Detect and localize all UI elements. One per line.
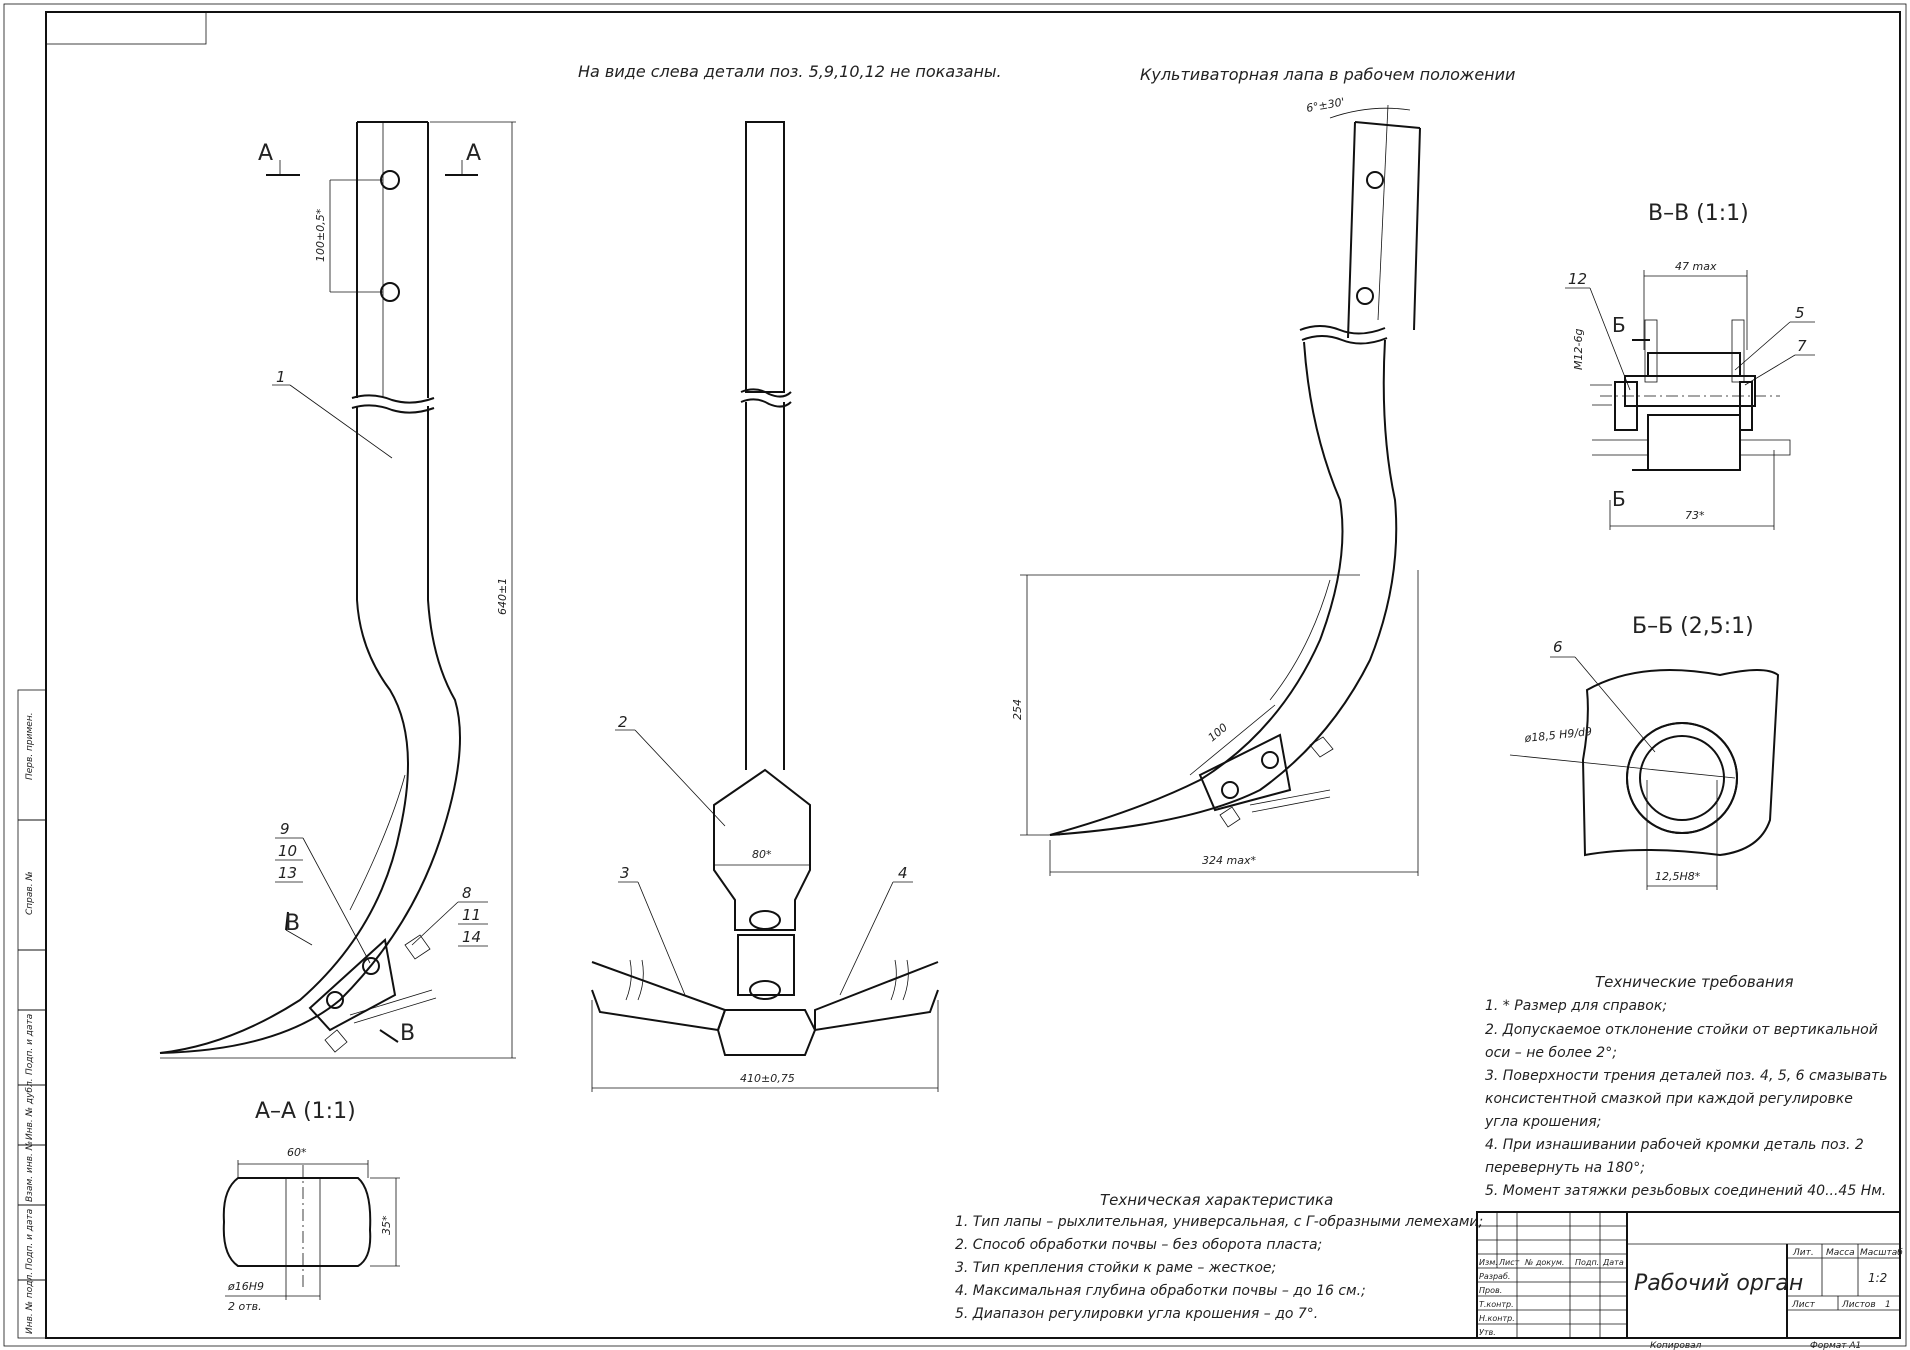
dim-width-410: 410±0,75 <box>740 1072 795 1085</box>
title-role: Н.контр. <box>1479 1314 1515 1323</box>
section-aa <box>222 1165 372 1290</box>
section-a-marker-right: А <box>466 141 481 166</box>
title-lit: Лит. <box>1792 1248 1814 1258</box>
callout-5: 5 <box>1795 304 1805 322</box>
dim-angle: 6°±30' <box>1305 95 1345 115</box>
corner-stamp <box>45 11 207 45</box>
callout-2: 2 <box>618 713 628 731</box>
working-position-view <box>1049 104 1421 836</box>
title-scale-label: Масштаб <box>1860 1248 1903 1258</box>
section-b2-title: Б–Б (2,5:1) <box>1632 614 1754 639</box>
side-stamp-cell: Подп. и дата <box>25 1209 35 1270</box>
tech-req-item: 5. Момент затяжки резьбовых соединений 4… <box>1485 1183 1886 1199</box>
section-b-marker-bottom: В <box>400 1021 415 1046</box>
drawing-name: Рабочий орган <box>1634 1271 1803 1296</box>
tech-requirements: Технические требования 1. * Размер для с… <box>1484 973 1888 1199</box>
title-role: Утв. <box>1479 1328 1496 1337</box>
tech-req-item: оси – не более 2°; <box>1485 1045 1617 1061</box>
callout-3: 3 <box>620 864 630 882</box>
callout-12: 12 <box>1568 270 1587 288</box>
title-role: Разраб. <box>1479 1272 1510 1281</box>
title-role: Пров. <box>1479 1286 1502 1295</box>
tech-char-item: 1. Тип лапы – рыхлительная, универсальна… <box>955 1214 1483 1230</box>
title-col-date: Дата <box>1602 1258 1624 1267</box>
dim-73: 73* <box>1685 509 1705 522</box>
dim-125: 12,5H8* <box>1655 870 1701 883</box>
tech-req-item: 4. При изнашивании рабочей кромки деталь… <box>1485 1137 1864 1153</box>
side-stamp-cell: Перв. примен. <box>25 712 35 780</box>
tech-char-item: 4. Максимальная глубина обработки почвы … <box>955 1283 1366 1299</box>
callout-4: 4 <box>898 864 908 882</box>
tech-req-item: 1. * Размер для справок; <box>1485 998 1667 1014</box>
left-view-note: На виде слева детали поз. 5,9,10,12 не п… <box>578 62 1002 81</box>
front-view <box>591 121 939 1056</box>
format-label: Формат А1 <box>1810 1341 1861 1350</box>
inner-frame <box>45 11 1901 1339</box>
title-sheets-count: 1 <box>1885 1300 1891 1310</box>
section-b2 <box>1581 669 1780 857</box>
tech-req-item: угла крошения; <box>1484 1114 1601 1130</box>
title-mass: Масса <box>1826 1248 1855 1258</box>
dim-len-324: 324 max* <box>1202 854 1256 867</box>
section-b-marker-top: В <box>285 911 300 936</box>
dim-len-100: 100 <box>1206 721 1230 744</box>
callout-9: 9 <box>280 820 290 838</box>
copied-label: Копировал <box>1650 1341 1702 1350</box>
tech-req-item: консистентной смазкой при каждой регулир… <box>1485 1091 1853 1107</box>
side-stamp: Перв. примен. Справ. № Подп. и дата Инв.… <box>17 689 47 1339</box>
section-b2-marker-bottom: Б <box>1612 487 1626 511</box>
dim-depth-254: 254 <box>1011 699 1024 720</box>
side-stamp-cell: Взам. инв. № <box>25 1141 35 1202</box>
callout-14: 14 <box>462 928 481 946</box>
title-col-izm: Изм. <box>1479 1258 1498 1267</box>
section-aa-title: А–А (1:1) <box>255 1099 356 1124</box>
dim-height: 640±1 <box>496 578 509 615</box>
tech-char-item: 5. Диапазон регулировки угла крошения – … <box>955 1306 1318 1322</box>
callout-13: 13 <box>278 864 297 882</box>
tech-char-title: Техническая характеристика <box>1100 1191 1333 1209</box>
callout-1: 1 <box>276 368 286 386</box>
title-col-list: Лист <box>1498 1258 1520 1267</box>
dim-dia-185: ø18,5 H9/d9 <box>1523 725 1593 745</box>
title-scale-value: 1:2 <box>1868 1271 1887 1285</box>
callout-11: 11 <box>462 906 481 924</box>
title-block: Изм. Лист № докум. Подп. Дата Разраб. Пр… <box>1476 1211 1903 1339</box>
section-bb <box>1592 319 1791 471</box>
side-stamp-cell: Справ. № <box>25 871 35 915</box>
side-stamp-cell: Подп. и дата <box>25 1014 35 1075</box>
tech-char-item: 2. Способ обработки почвы – без оборота … <box>955 1237 1322 1253</box>
outer-border <box>3 3 1907 1347</box>
tech-req-item: 2. Допускаемое отклонение стойки от верт… <box>1485 1022 1878 1038</box>
section-b2-marker-top: Б <box>1612 313 1626 337</box>
tech-char-item: 3. Тип крепления стойки к раме – жесткое… <box>955 1260 1276 1276</box>
callout-10: 10 <box>278 842 297 860</box>
side-stamp-cell: Инв. № дубл. <box>25 1078 35 1140</box>
dim-hole-spacing: 100±0,5* <box>314 208 327 262</box>
tech-req-item: 3. Поверхности трения деталей поз. 4, 5,… <box>1485 1068 1888 1084</box>
side-stamp-cell: Инв. № подл. <box>25 1272 35 1334</box>
tech-req-item: перевернуть на 180°; <box>1485 1160 1645 1176</box>
title-role: Т.контр. <box>1479 1300 1514 1309</box>
dim-thread: M12-6g <box>1572 329 1585 370</box>
callout-8: 8 <box>462 884 472 902</box>
dim-47: 47 max <box>1675 260 1717 273</box>
dim-hole-16: ø16H9 <box>227 1280 264 1293</box>
title-col-doc: № докум. <box>1524 1258 1564 1267</box>
callout-7: 7 <box>1797 337 1807 355</box>
tech-characteristics: Техническая характеристика 1. Тип лапы –… <box>955 1191 1483 1322</box>
title-sheet: Лист <box>1791 1300 1816 1310</box>
title-col-sign: Подп. <box>1575 1258 1599 1267</box>
dim-hole-count: 2 отв. <box>228 1300 262 1313</box>
side-view-shank <box>159 121 461 1054</box>
dim-35: 35* <box>380 1215 393 1235</box>
working-position-note: Культиваторная лапа в рабочем положении <box>1140 65 1515 84</box>
section-bb-title: В–В (1:1) <box>1648 201 1749 226</box>
section-a-marker-left: А <box>258 141 273 166</box>
callout-6: 6 <box>1553 638 1563 656</box>
dim-width-80: 80* <box>752 848 772 861</box>
tech-req-title: Технические требования <box>1595 973 1794 991</box>
dim-60: 60* <box>287 1146 307 1159</box>
title-sheets: Листов <box>1841 1300 1876 1310</box>
